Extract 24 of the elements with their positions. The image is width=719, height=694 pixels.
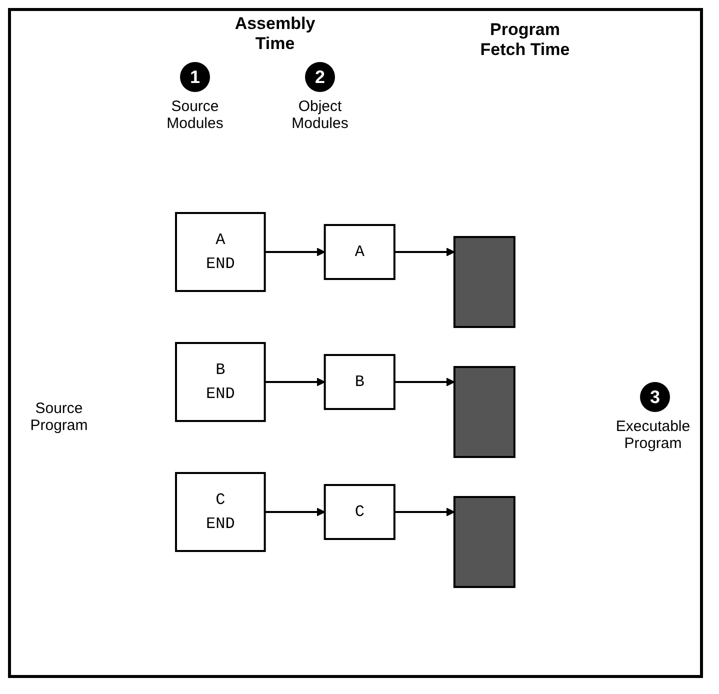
node-box: B xyxy=(324,354,396,410)
node-box xyxy=(453,236,516,328)
node-box: B END xyxy=(174,342,266,422)
caption-text: Source Modules xyxy=(166,98,224,132)
caption-text: Object Modules xyxy=(290,98,350,132)
node-box: A xyxy=(324,224,396,280)
arrow xyxy=(394,378,455,386)
column-heading: Assembly Time xyxy=(234,14,316,54)
callout-number: 3 xyxy=(640,382,670,412)
node-box xyxy=(453,366,516,458)
arrow xyxy=(264,378,325,386)
arrow xyxy=(394,248,455,256)
node-box: C xyxy=(324,484,396,540)
callout-number: 1 xyxy=(180,62,210,92)
caption-text: Executable Program xyxy=(614,418,692,452)
caption-text: Source Program xyxy=(29,400,89,434)
node-box xyxy=(453,496,516,588)
node-box: A END xyxy=(174,212,266,292)
node-box: C END xyxy=(174,472,266,552)
arrow xyxy=(264,508,325,516)
arrow xyxy=(264,248,325,256)
callout-number: 2 xyxy=(305,62,335,92)
arrow xyxy=(394,508,455,516)
column-heading: Program Fetch Time xyxy=(479,20,571,60)
